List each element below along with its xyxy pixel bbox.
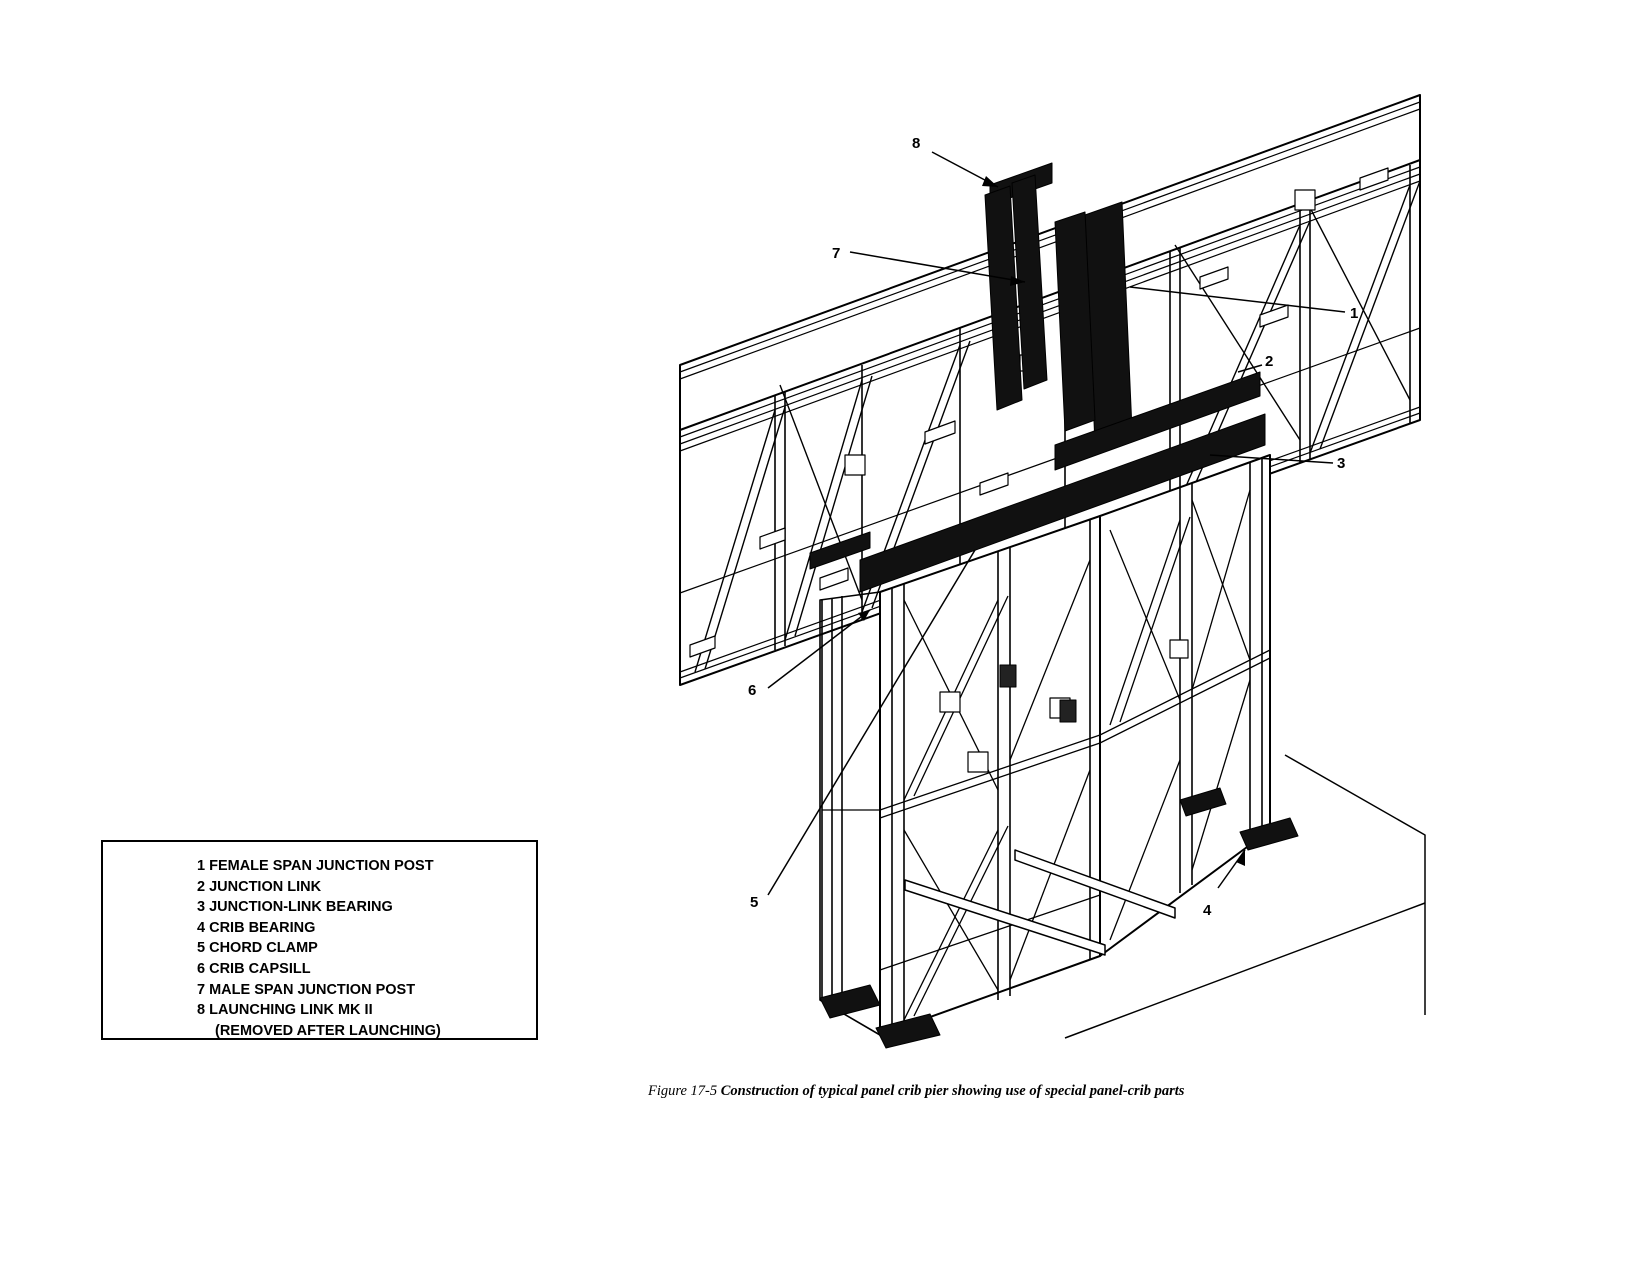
legend-item: 5 CHORD CLAMP	[197, 940, 318, 957]
crib-bearing	[819, 984, 881, 1019]
legend-item: 7 MALE SPAN JUNCTION POST	[197, 981, 416, 998]
span-junction-posts	[984, 162, 1133, 445]
legend-item: 4 CRIB BEARING	[197, 919, 316, 936]
legend-item: 8 LAUNCHING LINK MK II	[197, 1002, 373, 1019]
legend-list: 1 FEMALE SPAN JUNCTION POST 2 JUNCTION L…	[197, 856, 441, 1041]
legend-item: 2 JUNCTION LINK	[197, 878, 322, 895]
callout-7: 7	[832, 245, 840, 262]
callout-4: 4	[1203, 902, 1212, 919]
crib-bearing	[1239, 817, 1299, 851]
crib-capsill	[859, 413, 1266, 593]
crib-near-panel	[879, 515, 1101, 1036]
male-span-junction-post	[984, 185, 1023, 411]
crib-pier	[819, 454, 1271, 1036]
truss-near-girder	[679, 159, 1421, 686]
callout-6: 6	[748, 682, 756, 699]
callout-2: 2	[1265, 353, 1273, 370]
crib-bearing	[875, 1013, 941, 1049]
callout-8: 8	[912, 135, 920, 152]
crib-far-panel	[819, 591, 881, 1036]
callout-1: 1	[1350, 305, 1358, 322]
legend-note: (REMOVED AFTER LAUNCHING)	[215, 1022, 441, 1039]
bridge-truss	[679, 94, 1421, 686]
callout-labels: 8 7 1 2 3 6 5 4	[748, 135, 1358, 919]
callout-5: 5	[750, 894, 758, 911]
figure-caption-text: Construction of typical panel crib pier …	[720, 1083, 1185, 1099]
callout-3: 3	[1337, 455, 1345, 472]
figure-number: Figure 17-5	[648, 1083, 718, 1099]
abutment-block	[1064, 754, 1426, 1039]
legend-box: 1 FEMALE SPAN JUNCTION POST 2 JUNCTION L…	[101, 840, 538, 1040]
legend-item: 3 JUNCTION-LINK BEARING	[197, 899, 393, 916]
junction-link-bearing	[809, 371, 1266, 593]
legend-item: 1 FEMALE SPAN JUNCTION POST	[197, 858, 434, 874]
crib-bearings	[819, 787, 1299, 1049]
figure-caption: Figure 17-5 Construction of typical pane…	[648, 1083, 1184, 1100]
legend-item: 6 CRIB CAPSILL	[197, 960, 311, 977]
crib-bearing	[1179, 787, 1227, 817]
